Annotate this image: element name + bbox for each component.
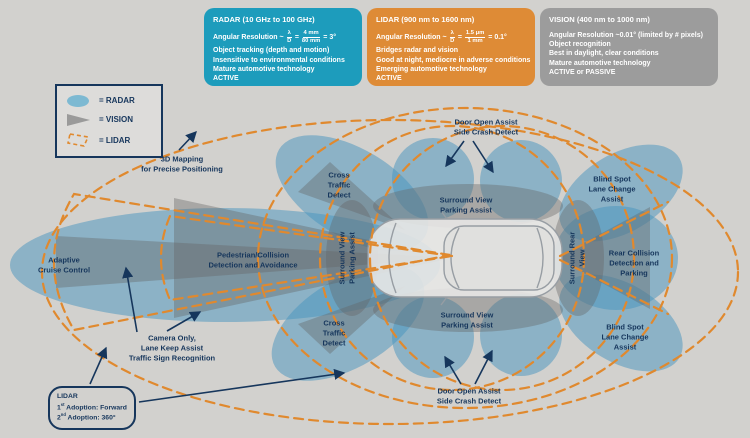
- lidar-info-box: LIDAR (900 nm to 1600 nm) Angular Resolu…: [367, 8, 535, 86]
- lidar-mid-range: [256, 106, 674, 410]
- arrow-door-bottom-left: [444, 355, 462, 385]
- blind-spot-bottom-label: Blind Spot Lane Change Assist: [601, 322, 649, 351]
- vision-info-title: VISION (400 nm to 1000 nm): [549, 15, 650, 24]
- door-open-top-label: Door Open Assist Side Crash Detect: [453, 117, 519, 136]
- radar-mode: ACTIVE: [213, 75, 239, 83]
- lidar-rear-rays: [558, 200, 670, 316]
- adaptive-cruise-label: Adaptive Cruise Control: [37, 255, 91, 274]
- legend-item-lidar: = LIDAR: [65, 131, 153, 149]
- lidar-outer-range: [40, 118, 740, 426]
- surround-vision-front: [326, 200, 378, 316]
- lidar-forward-wedge-narrow: [159, 214, 453, 302]
- lidar-adoption-note: LIDAR 1st Adoption: Forward 2nd Adoption…: [48, 386, 136, 431]
- car-mirror-bottom: [440, 296, 448, 306]
- cross-traffic-bottom-label: Cross Traffic Detect: [322, 318, 346, 347]
- arrow-lidar-adoption-up: [89, 346, 108, 385]
- surround-vision-bottom: [373, 288, 563, 332]
- camera-only-label: Camera Only, Lane Keep Assist Traffic Si…: [128, 333, 216, 362]
- car-mirror-top: [440, 210, 448, 220]
- legend-item-radar: = RADAR: [65, 93, 153, 109]
- car-cabin: [443, 225, 555, 291]
- long-range-vision-wedge: [56, 236, 455, 288]
- rear-collision-zone: [554, 206, 678, 310]
- rear-collision-label: Rear Collision Detection and Parking: [608, 248, 660, 277]
- surround-vision-top: [373, 184, 563, 228]
- lidar-adoption-title: LIDAR: [57, 393, 78, 400]
- lidar-mode: ACTIVE: [376, 75, 402, 83]
- surround-view-bottom-label: Surround View Parking Assist: [440, 310, 494, 329]
- lidar-adoption-second: 2nd Adoption: 360°: [57, 412, 116, 422]
- vision-triangle-icon: [67, 113, 90, 126]
- car-illustration: [367, 210, 563, 306]
- arrow-door-bottom-right: [474, 349, 493, 385]
- legend: = RADAR = VISION = LIDAR: [55, 84, 163, 158]
- arrow-camera-only-up: [122, 266, 138, 333]
- surround-view-front-label: Surround View Parking Assist: [337, 231, 356, 285]
- blind-spot-top-label: Blind Spot Lane Change Assist: [588, 174, 636, 203]
- lidar-forward-wedge-wide: [53, 192, 451, 332]
- arrow-3d-mapping: [178, 130, 197, 151]
- lidar-ranges: [40, 106, 740, 426]
- surround-rear-view-label: Surround Rear View: [567, 231, 586, 285]
- radar-info-title: RADAR (10 GHz to 100 GHz): [213, 15, 315, 24]
- pedestrian-collision-label: Pedestrian/Collision Detection and Avoid…: [208, 250, 298, 269]
- vision-mode: ACTIVE or PASSIVE: [549, 68, 616, 76]
- car-rear-window: [536, 227, 544, 289]
- arrow-camera-only-right: [166, 311, 202, 332]
- arrow-door-top-right: [472, 140, 494, 174]
- radar-ellipse-icon: [67, 94, 89, 107]
- arrow-lidar-adoption-long: [138, 368, 346, 403]
- vision-resolution-line: Angular Resolution ~0.01° (limited by # …: [549, 32, 703, 39]
- car-windshield: [450, 227, 460, 289]
- vision-info-box: VISION (400 nm to 1000 nm) Angular Resol…: [540, 8, 718, 86]
- lidar-360-range-a: [318, 124, 586, 392]
- arrow-door-top-left: [445, 140, 465, 168]
- 3d-mapping-label: 3D Mapping for Precise Positioning: [141, 154, 223, 173]
- lidar-adoption-first: 1st Adoption: Forward: [57, 401, 127, 411]
- car-hood-line: [388, 222, 397, 294]
- vision-zones: [56, 162, 650, 354]
- annotation-arrows: [89, 130, 494, 403]
- pedestrian-vision-wedge: [174, 198, 452, 318]
- legend-item-vision: = VISION: [65, 112, 153, 128]
- lidar-info-title: LIDAR (900 nm to 1600 nm): [376, 15, 475, 24]
- front-corner-wedge-top: [298, 162, 405, 230]
- radar-info-box: RADAR (10 GHz to 100 GHz) Angular Resolu…: [204, 8, 362, 86]
- door-open-bottom-label: Door Open Assist Side Crash Detect: [436, 386, 502, 405]
- surround-view-top-label: Surround View Parking Assist: [439, 195, 493, 214]
- lidar-360-range-b: [368, 124, 636, 392]
- surround-vision-rear: [552, 200, 604, 316]
- lidar-dashed-icon: [67, 133, 90, 148]
- cross-traffic-top-label: Cross Traffic Detect: [327, 170, 351, 199]
- rear-view-wedge: [556, 207, 650, 309]
